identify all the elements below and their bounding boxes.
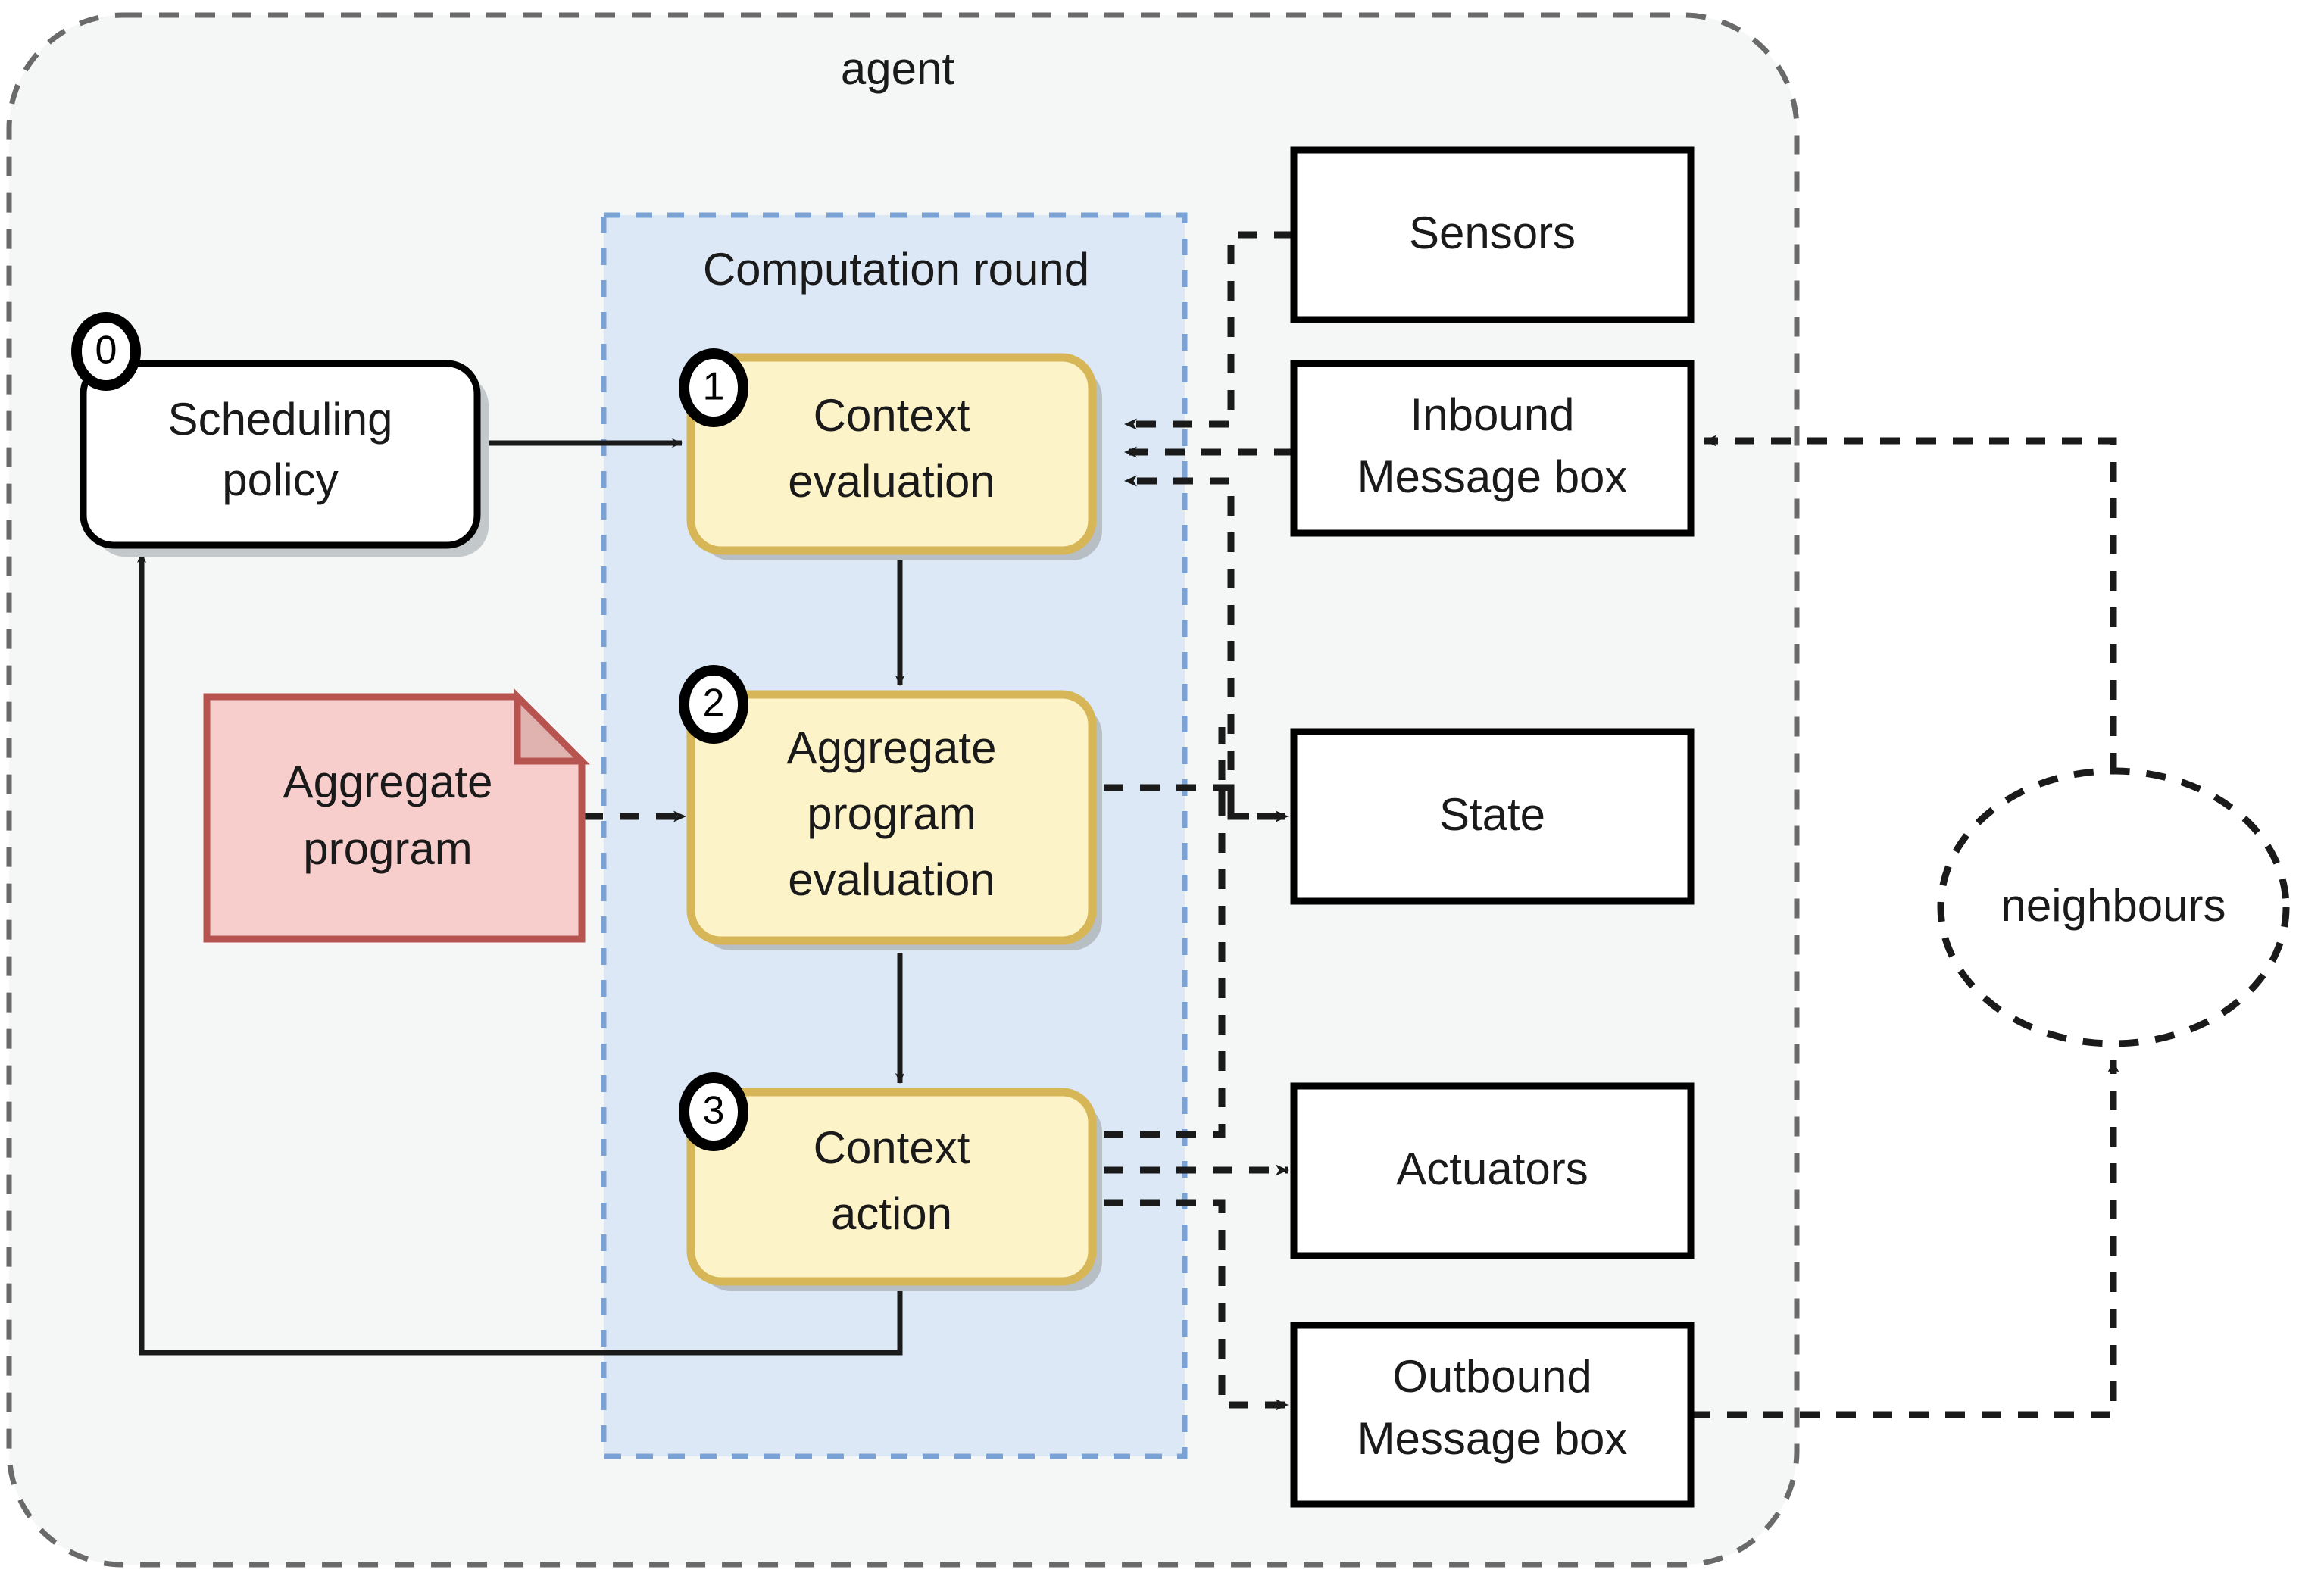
node-outbound-message-box[interactable]: Outbound Message box: [1290, 1322, 1695, 1508]
node-inbound-message-box[interactable]: Inbound Message box: [1290, 360, 1695, 537]
node-aggregate-program-evaluation[interactable]: Aggregate program evaluation 2: [679, 665, 1097, 945]
node-context-evaluation[interactable]: Context evaluation 1: [679, 348, 1097, 555]
scheduling-policy-label-2: policy: [222, 454, 338, 505]
context-action-label-1: Context: [814, 1122, 970, 1173]
node-sensors[interactable]: Sensors: [1290, 146, 1695, 323]
outbound-label-2: Message box: [1357, 1413, 1628, 1464]
context-evaluation-label-1: Context: [814, 390, 970, 441]
step-badge-3-circle: [679, 1072, 748, 1151]
node-scheduling-policy[interactable]: Scheduling policy 0: [71, 312, 481, 549]
outbound-label-1: Outbound: [1392, 1351, 1592, 1402]
step-badge-0-circle: [71, 312, 141, 391]
step-badge-2-circle: [679, 665, 748, 744]
aggregate-program-evaluation-label-3: evaluation: [788, 854, 995, 905]
inbound-label-2: Message box: [1357, 451, 1628, 502]
step-badge-1-label: 1: [703, 365, 725, 409]
edge-sensors-to-context-evaluation: [1124, 231, 1294, 430]
edge-context-action-to-scheduling-feedback: [137, 552, 903, 1356]
actuators-box[interactable]: [1290, 1082, 1695, 1259]
node-neighbours[interactable]: neighbours: [1937, 767, 2290, 1047]
inbound-message-box[interactable]: [1290, 360, 1695, 537]
agent-title: agent: [841, 43, 954, 94]
context-evaluation-label-2: evaluation: [788, 456, 995, 507]
edge-program-eval-to-state: [1104, 784, 1289, 822]
edge-riser-to-state-arrow: [1218, 788, 1289, 822]
step-badge-0-label: 0: [95, 329, 117, 373]
state-box[interactable]: [1290, 728, 1695, 905]
state-label: State: [1439, 789, 1545, 840]
step-badge-1-circle: [679, 348, 748, 427]
edge-outbound-to-neighbours: [1691, 1060, 2119, 1418]
aggregate-program-note-fold-icon: [514, 688, 590, 765]
context-action-box[interactable]: [686, 1088, 1097, 1286]
actuators-label: Actuators: [1396, 1144, 1588, 1194]
aggregate-program-note-label-2: program: [303, 823, 472, 874]
sensors-label: Sensors: [1409, 208, 1576, 258]
edge-context-action-to-state-riser: [1104, 727, 1226, 1138]
aggregate-program-note-body[interactable]: [203, 693, 586, 943]
node-context-action[interactable]: Context action 3: [679, 1072, 1097, 1286]
sensors-box[interactable]: [1290, 146, 1695, 323]
neighbours-ellipse[interactable]: [1937, 767, 2290, 1047]
neighbours-label: neighbours: [2001, 880, 2226, 931]
inbound-label-1: Inbound: [1410, 389, 1575, 440]
node-actuators[interactable]: Actuators: [1290, 1082, 1695, 1259]
step-badge-2-label: 2: [703, 682, 725, 726]
node-state[interactable]: State: [1290, 728, 1695, 905]
aggregate-program-evaluation-box[interactable]: [686, 690, 1097, 945]
node-aggregate-program-note[interactable]: Aggregate program: [203, 688, 590, 943]
aggregate-program-evaluation-label-1: Aggregate: [787, 722, 997, 773]
edge-context-action-to-outbound: [1104, 1199, 1289, 1411]
scheduling-policy-label-1: Scheduling: [168, 394, 393, 445]
outbound-message-box[interactable]: [1290, 1322, 1695, 1508]
context-evaluation-box[interactable]: [686, 353, 1097, 555]
aggregate-program-evaluation-label-2: program: [807, 788, 976, 839]
edge-neighbours-to-inbound: [1704, 435, 2117, 772]
computation-round-title: Computation round: [703, 244, 1089, 295]
context-action-label-2: action: [831, 1188, 952, 1239]
scheduling-policy-box[interactable]: [80, 360, 481, 549]
aggregate-program-note-label-1: Aggregate: [283, 757, 493, 807]
step-badge-3-label: 3: [703, 1089, 725, 1133]
